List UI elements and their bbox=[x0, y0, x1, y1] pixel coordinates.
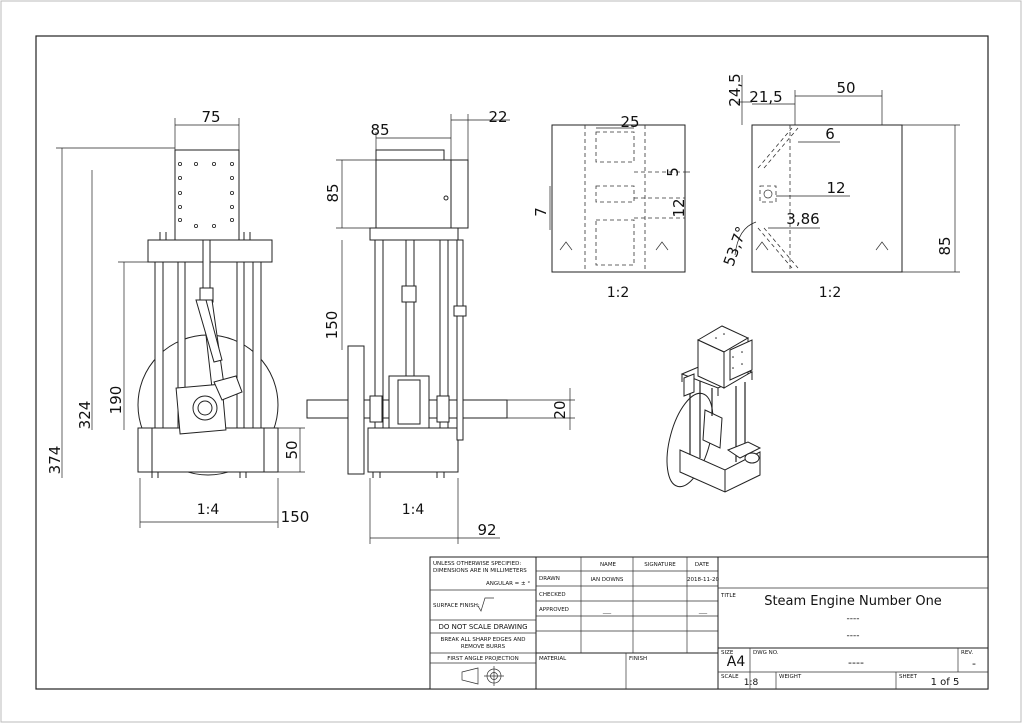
cylinder-section-view: 24,5 21,5 50 6 12 3,86 53,7° 85 1:2 bbox=[720, 73, 960, 301]
dim-sec-hole: 6 bbox=[825, 125, 835, 143]
scale-front: 1:4 bbox=[197, 502, 220, 518]
dim-side-depth: 92 bbox=[477, 521, 496, 539]
tb-drawn-date: 2018-11-20 bbox=[687, 577, 719, 583]
tb-dwg-label: DWG NO. bbox=[753, 650, 779, 656]
surface-finish-icon bbox=[477, 597, 494, 612]
tb-title-label: TITLE bbox=[720, 593, 736, 599]
tb-dwg-no: ---- bbox=[848, 656, 864, 669]
tb-title: Steam Engine Number One bbox=[764, 594, 942, 609]
tb-note-angular: ANGULAR = ± ° bbox=[486, 581, 530, 587]
cylinder-top-view: 25 7 5 12 1:2 bbox=[532, 113, 690, 301]
dim-front-height-shaft: 190 bbox=[107, 386, 125, 415]
dim-front-top-width: 75 bbox=[201, 108, 220, 126]
tb-drawn-name: IAN DOWNS bbox=[591, 577, 624, 583]
tb-note-1: UNLESS OTHERWISE SPECIFIED: bbox=[433, 561, 521, 567]
dim-sec-chamfer: 3,86 bbox=[786, 210, 819, 228]
dim-top-port-b: 5 bbox=[664, 167, 682, 177]
scale-top: 1:2 bbox=[607, 285, 630, 301]
tb-subtitle-1: ---- bbox=[847, 614, 860, 624]
dim-sec-height: 85 bbox=[936, 236, 954, 255]
title-block: UNLESS OTHERWISE SPECIFIED: DIMENSIONS A… bbox=[429, 556, 989, 690]
tb-scale: 1:8 bbox=[744, 678, 759, 688]
tb-note-projection: FIRST ANGLE PROJECTION bbox=[447, 656, 518, 662]
dim-top-bore: 25 bbox=[620, 113, 639, 131]
dim-sec-port: 12 bbox=[826, 179, 845, 197]
tb-note-do-not-scale: DO NOT SCALE DRAWING bbox=[438, 623, 527, 631]
dim-side-width: 85 bbox=[370, 121, 389, 139]
isometric-view bbox=[666, 325, 762, 493]
tb-header-name: NAME bbox=[600, 562, 617, 568]
tb-note-2: DIMENSIONS ARE IN MILLIMETERS bbox=[433, 568, 527, 574]
scale-section: 1:2 bbox=[819, 285, 842, 301]
tb-size: A4 bbox=[727, 654, 746, 670]
tb-note-break-1: BREAK ALL SHARP EDGES AND bbox=[441, 637, 526, 643]
dim-top-port-a: 7 bbox=[532, 207, 550, 217]
tb-size-label: SIZE bbox=[721, 650, 734, 656]
dim-front-height-total: 374 bbox=[46, 446, 64, 475]
tb-subtitle-2: ---- bbox=[847, 631, 860, 641]
tb-material-label: MATERIAL bbox=[539, 656, 567, 662]
projection-symbol-icon bbox=[461, 666, 504, 686]
tb-rev: - bbox=[972, 657, 976, 670]
dim-front-base-h: 50 bbox=[283, 440, 301, 459]
dim-sec-width: 50 bbox=[836, 79, 855, 97]
front-view: 75 374 324 190 50 150 1:4 bbox=[46, 108, 309, 528]
tb-row-checked: CHECKED bbox=[539, 592, 566, 598]
tb-note-break-2: REMOVE BURRS bbox=[461, 644, 506, 650]
dim-side-cyl-h: 85 bbox=[324, 183, 342, 202]
dim-top-port-c: 12 bbox=[670, 198, 688, 217]
tb-scale-label: SCALE bbox=[721, 674, 739, 680]
dim-side-stroke: 150 bbox=[323, 311, 341, 340]
dim-sec-offset-top: 24,5 bbox=[726, 73, 744, 106]
tb-approved-date: ___ bbox=[698, 608, 708, 614]
dim-sec-offset-left: 21,5 bbox=[749, 88, 782, 106]
tb-row-approved: APPROVED bbox=[539, 607, 569, 613]
tb-header-signature: SIGNATURE bbox=[644, 562, 676, 568]
tb-rev-label: REV. bbox=[961, 650, 973, 656]
dim-side-shaft-d: 20 bbox=[551, 400, 569, 419]
scale-side: 1:4 bbox=[402, 502, 425, 518]
side-view: 85 22 85 150 20 92 1:4 bbox=[306, 108, 575, 544]
tb-header-date: DATE bbox=[695, 562, 710, 568]
tb-note-surface: SURFACE FINISH: bbox=[433, 603, 480, 609]
tb-finish-label: FINISH bbox=[629, 656, 647, 662]
dim-front-height-mid: 324 bbox=[76, 401, 94, 430]
dim-side-flange: 22 bbox=[488, 108, 507, 126]
tb-weight-label: WEIGHT bbox=[779, 674, 802, 680]
tb-approved-name: ___ bbox=[602, 608, 612, 614]
dim-front-base-w: 150 bbox=[281, 508, 310, 526]
tb-row-drawn: DRAWN bbox=[539, 576, 560, 582]
tb-sheet: 1 of 5 bbox=[931, 677, 960, 688]
tb-sheet-label: SHEET bbox=[899, 674, 918, 680]
